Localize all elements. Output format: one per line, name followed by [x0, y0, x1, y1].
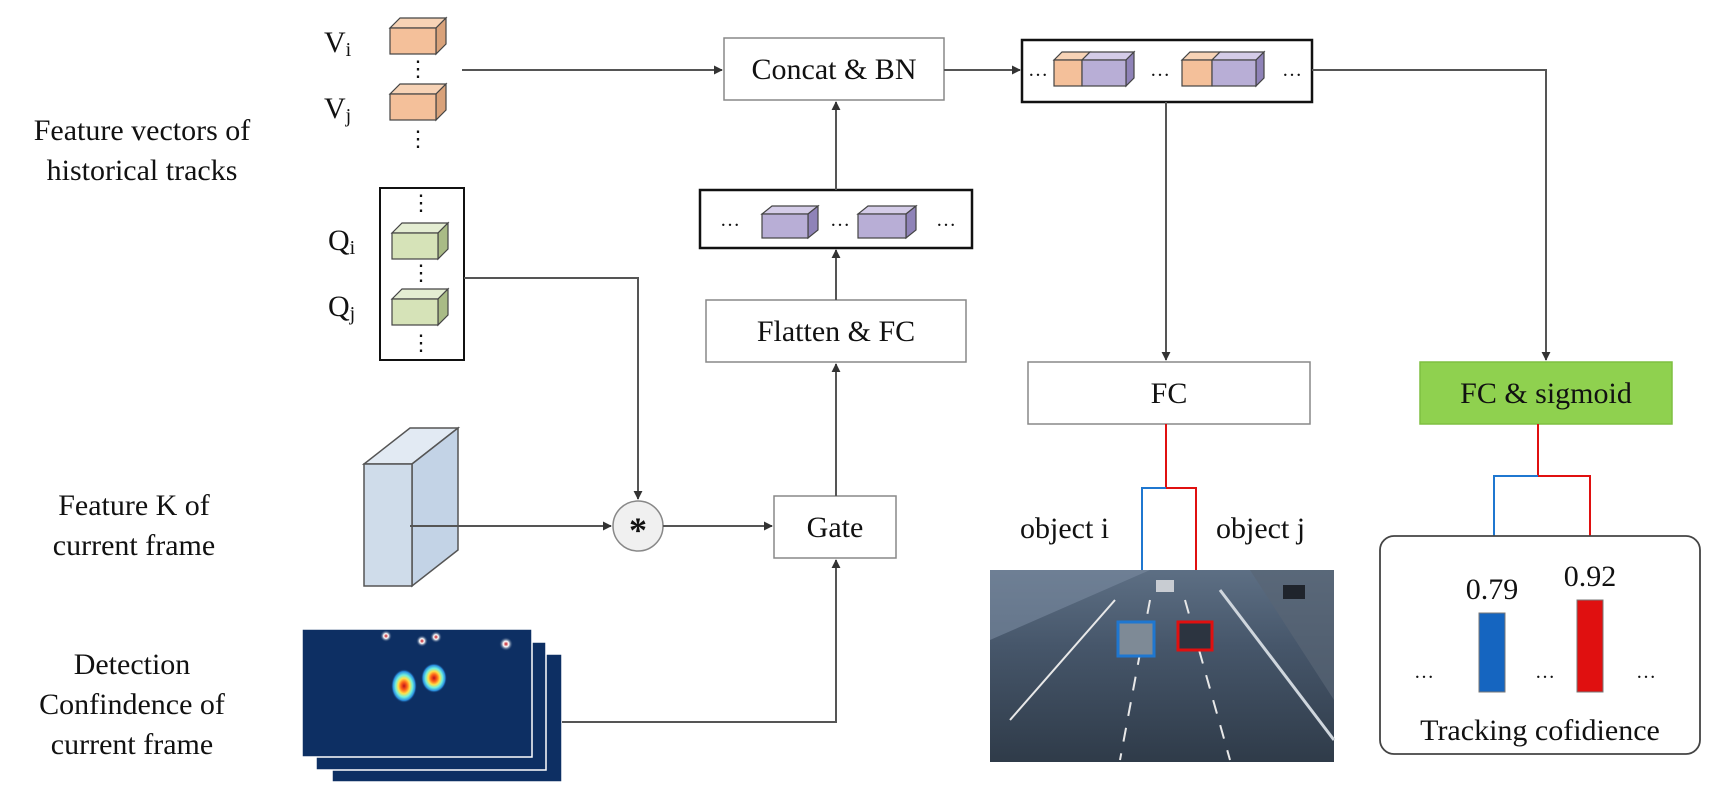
label-v-j: Vj: [324, 92, 351, 127]
cube-q-i: [390, 221, 450, 261]
cube-q-j: [390, 287, 450, 327]
label-q-j: Qj: [328, 290, 355, 325]
concat-features-box: … … …: [1020, 38, 1314, 104]
label-q-i: Qi: [328, 224, 356, 259]
concat-bn-box: Concat & BN: [723, 37, 945, 101]
label-feature-vectors-line1: Feature vectors of: [34, 114, 251, 147]
tracking-bar-2: [1576, 599, 1604, 693]
object-i-label: object i: [1020, 512, 1109, 545]
label-v-i: Vi: [324, 26, 352, 61]
vdots-v-1: ⋮: [407, 56, 429, 81]
svg-text:…: …: [830, 209, 850, 231]
ellipsis-mid: …: [1535, 661, 1555, 683]
tracking-confidence-panel: [1379, 535, 1701, 755]
flow-arrows: [410, 65, 1551, 723]
label-detection-line2: Confindence of: [39, 688, 225, 721]
label-detection-line3: current frame: [51, 728, 213, 761]
cube-v-j: [388, 82, 448, 122]
svg-text:…: …: [720, 209, 740, 231]
flatten-fc-label: Flatten & FC: [757, 315, 915, 348]
detection-heatmap-stack: [301, 628, 563, 783]
label-feature-k: Feature K of current frame: [53, 489, 215, 562]
svg-text:…: …: [936, 209, 956, 231]
feature-k-block: [361, 426, 461, 588]
gated-features-box: … … …: [698, 188, 974, 250]
label-feature-vectors-line2: historical tracks: [47, 154, 238, 187]
multiply-symbol: *: [629, 510, 647, 550]
label-detection-line1: Detection: [74, 648, 191, 681]
ellipsis-right: …: [1636, 661, 1656, 683]
tracking-bar-label-1: 0.79: [1466, 573, 1519, 606]
vdots-q-2: ⋮: [410, 260, 432, 285]
q-vectors-box: [379, 187, 465, 361]
tracking-bar-label-2: 0.92: [1564, 560, 1617, 593]
gate-box: Gate: [773, 495, 897, 559]
svg-text:…: …: [1150, 59, 1170, 81]
concat-bn-label: Concat & BN: [752, 53, 917, 86]
tracking-bars: 0.79 0.92: [1466, 560, 1617, 693]
svg-text:…: …: [1282, 59, 1302, 81]
vdots-q-1: ⋮: [410, 190, 432, 215]
tracking-confidence-title: Tracking cofidience: [1420, 714, 1660, 747]
vdots-v-2: ⋮: [407, 126, 429, 151]
gate-label: Gate: [807, 511, 864, 544]
vdots-q-3: ⋮: [410, 330, 432, 355]
fc-sigmoid-box: FC & sigmoid: [1419, 361, 1673, 425]
label-detection: Detection Confindence of current frame: [39, 648, 225, 761]
label-feature-k-line2: current frame: [53, 529, 215, 562]
label-feature-k-line1: Feature K of: [58, 489, 210, 522]
fc-label: FC: [1151, 377, 1188, 410]
label-feature-vectors: Feature vectors of historical tracks: [34, 114, 251, 187]
flatten-fc-box: Flatten & FC: [705, 299, 967, 363]
fc-box: FC: [1027, 361, 1311, 425]
road-photo: [990, 570, 1336, 762]
ellipsis-left: …: [1414, 661, 1434, 683]
cube-v-i: [388, 16, 448, 56]
fc-sigmoid-label: FC & sigmoid: [1460, 377, 1632, 410]
svg-text:…: …: [1028, 59, 1048, 81]
tracking-bar-1: [1478, 612, 1506, 693]
object-j-label: object j: [1216, 512, 1305, 545]
